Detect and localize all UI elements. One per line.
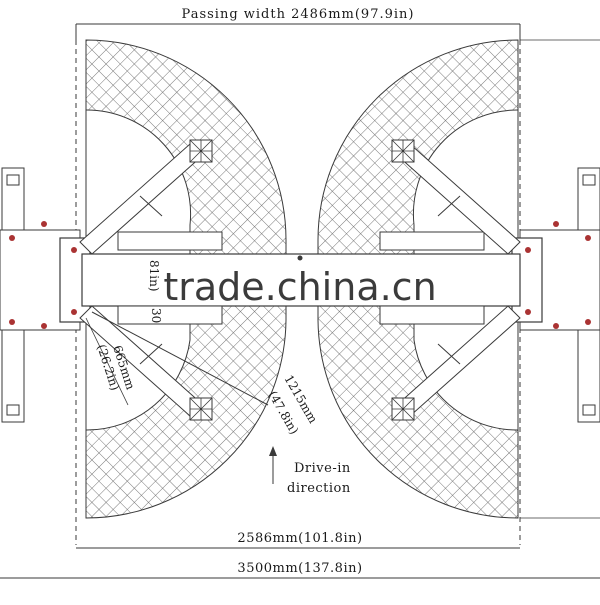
watermark: trade.china.cn [163,265,436,309]
drive-in-label-line1: Drive-in [294,461,351,476]
bolt-icon [9,319,15,325]
bolt-icon [41,221,47,227]
bolt-icon [71,309,77,315]
lift-pad-icon [189,139,213,163]
bolt-icon [525,247,531,253]
crossbar: 81in) 30 [81,231,521,325]
passing-width-label: Passing width 2486mm(97.9in) [182,7,415,22]
overall-width-dimension: 3500mm(137.8in) [0,561,600,579]
right-column [511,167,600,423]
bolt-icon [525,309,531,315]
overall-width-label: 3500mm(137.8in) [237,561,362,576]
lift-pad-icon [391,397,415,421]
mid-width-dimension: 2586mm(101.8in) [76,531,520,549]
bolt-icon [71,247,77,253]
bolt-icon [9,235,15,241]
lift-pads [189,139,415,421]
mid-width-label: 2586mm(101.8in) [237,531,362,546]
crossbar-text-top: 81in) [147,260,161,292]
crossbar-text-bottom: 30 [149,308,163,323]
bolt-icon [585,319,591,325]
lift-pad-icon [189,397,213,421]
passing-width-dimension: Passing width 2486mm(97.9in) [75,7,600,519]
drive-in-indicator: Drive-in direction [269,446,351,496]
arrow-up-icon [269,446,277,484]
lift-pad-icon [391,139,415,163]
left-column [0,167,91,423]
bolt-icon [41,323,47,329]
lift-arms [79,143,521,417]
bolt-icon [553,221,559,227]
drive-in-label-line2: direction [287,481,351,496]
bolt-icon [585,235,591,241]
bolt-icon [553,323,559,329]
